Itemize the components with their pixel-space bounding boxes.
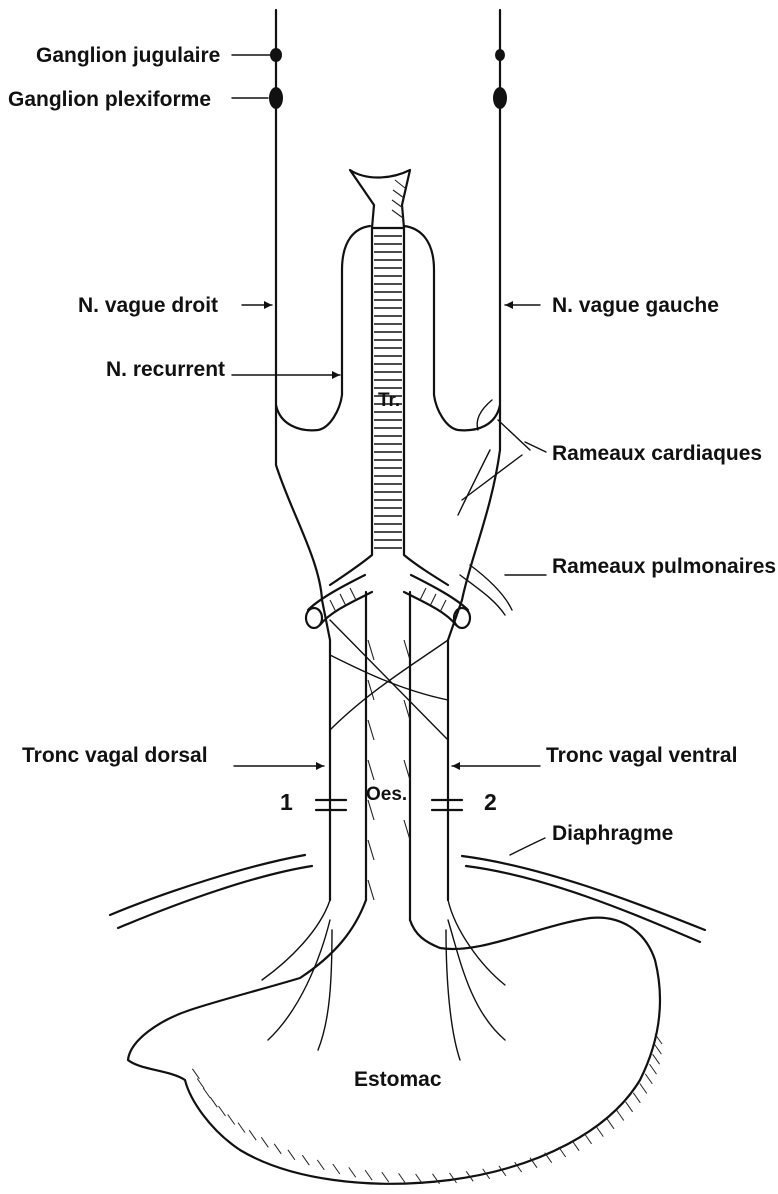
label-rameaux-cardiaques: Rameaux cardiaques xyxy=(552,442,762,465)
diaphragm xyxy=(110,855,705,942)
label-diaphragme: Diaphragme xyxy=(552,822,673,845)
stomach-hatch-mark xyxy=(261,1137,268,1147)
oesophagus xyxy=(366,592,410,920)
larynx xyxy=(350,170,410,228)
stomach-hatch-mark xyxy=(617,1111,624,1121)
stomach-hatch-mark xyxy=(228,1115,235,1125)
stomach-hatch-mark xyxy=(572,1141,579,1151)
stomach-hatch-mark xyxy=(238,1123,245,1133)
stomach-hatch-mark xyxy=(626,1102,633,1112)
stomach-hatch-mark xyxy=(559,1147,566,1157)
stomach-hatch-mark xyxy=(317,1160,324,1170)
stomach-hatch-mark xyxy=(365,1170,372,1180)
stomach-hatch-mark xyxy=(197,1079,204,1089)
gastric-nerve-branches xyxy=(262,900,505,1060)
label-rameaux-pulmonaires: Rameaux pulmonaires xyxy=(552,555,776,578)
stomach-hatch-mark xyxy=(349,1167,356,1177)
stomach xyxy=(128,900,662,1184)
label-n-vague-droit: N. vague droit xyxy=(78,294,218,317)
stomach-hatch-mark xyxy=(653,1054,660,1064)
label-cut-2: 2 xyxy=(484,789,497,815)
label-tronc-vagal-dorsal: Tronc vagal dorsal xyxy=(22,744,208,767)
vagal-crossing xyxy=(330,620,448,740)
ganglion-plexiform-right xyxy=(269,87,283,109)
label-ganglion-plexiforme: Ganglion plexiforme xyxy=(8,88,211,111)
stomach-hatch-mark xyxy=(633,1093,640,1103)
pulmonary-branches xyxy=(460,565,512,615)
stomach-hatch-mark xyxy=(450,1173,457,1183)
stomach-hatch-mark xyxy=(382,1172,389,1182)
ganglion-jugular-left xyxy=(495,49,505,61)
label-trachea: Tr. xyxy=(378,390,400,411)
label-ganglion-jugulaire: Ganglion jugulaire xyxy=(36,44,220,67)
ganglion-plexiform-left xyxy=(493,87,507,109)
stomach-hatch-mark xyxy=(274,1144,281,1154)
stomach-hatch-mark xyxy=(192,1069,199,1079)
stomach-hatch-mark xyxy=(640,1084,647,1094)
label-estomac: Estomac xyxy=(354,1068,442,1091)
label-tronc-vagal-ventral: Tronc vagal ventral xyxy=(546,744,737,767)
label-cut-1: 1 xyxy=(280,789,293,815)
stomach-hatch-mark xyxy=(210,1097,217,1107)
stomach-hatch-mark xyxy=(399,1173,406,1183)
label-n-vague-gauche: N. vague gauche xyxy=(552,294,719,317)
stomach-hatch-mark xyxy=(645,1074,652,1084)
stomach-hatch-mark xyxy=(288,1150,295,1160)
stomach-hatch-mark xyxy=(302,1155,309,1165)
stomach-hatch-mark xyxy=(654,1044,661,1054)
ganglion-jugular-right xyxy=(270,48,282,62)
stomach-hatch-mark xyxy=(333,1164,340,1174)
label-n-recurrent: N. recurrent xyxy=(106,358,225,381)
stomach-hatch-mark xyxy=(650,1064,657,1074)
stomach-hatch-mark xyxy=(607,1119,614,1129)
stomach-hatch-mark xyxy=(219,1106,226,1116)
stomach-hatch-mark xyxy=(585,1134,592,1144)
stomach-hatch-mark xyxy=(203,1088,210,1098)
label-oesophagus: Oes. xyxy=(366,784,407,805)
stomach-hatch-mark xyxy=(249,1130,256,1140)
stomach-hatch-mark xyxy=(596,1127,603,1137)
